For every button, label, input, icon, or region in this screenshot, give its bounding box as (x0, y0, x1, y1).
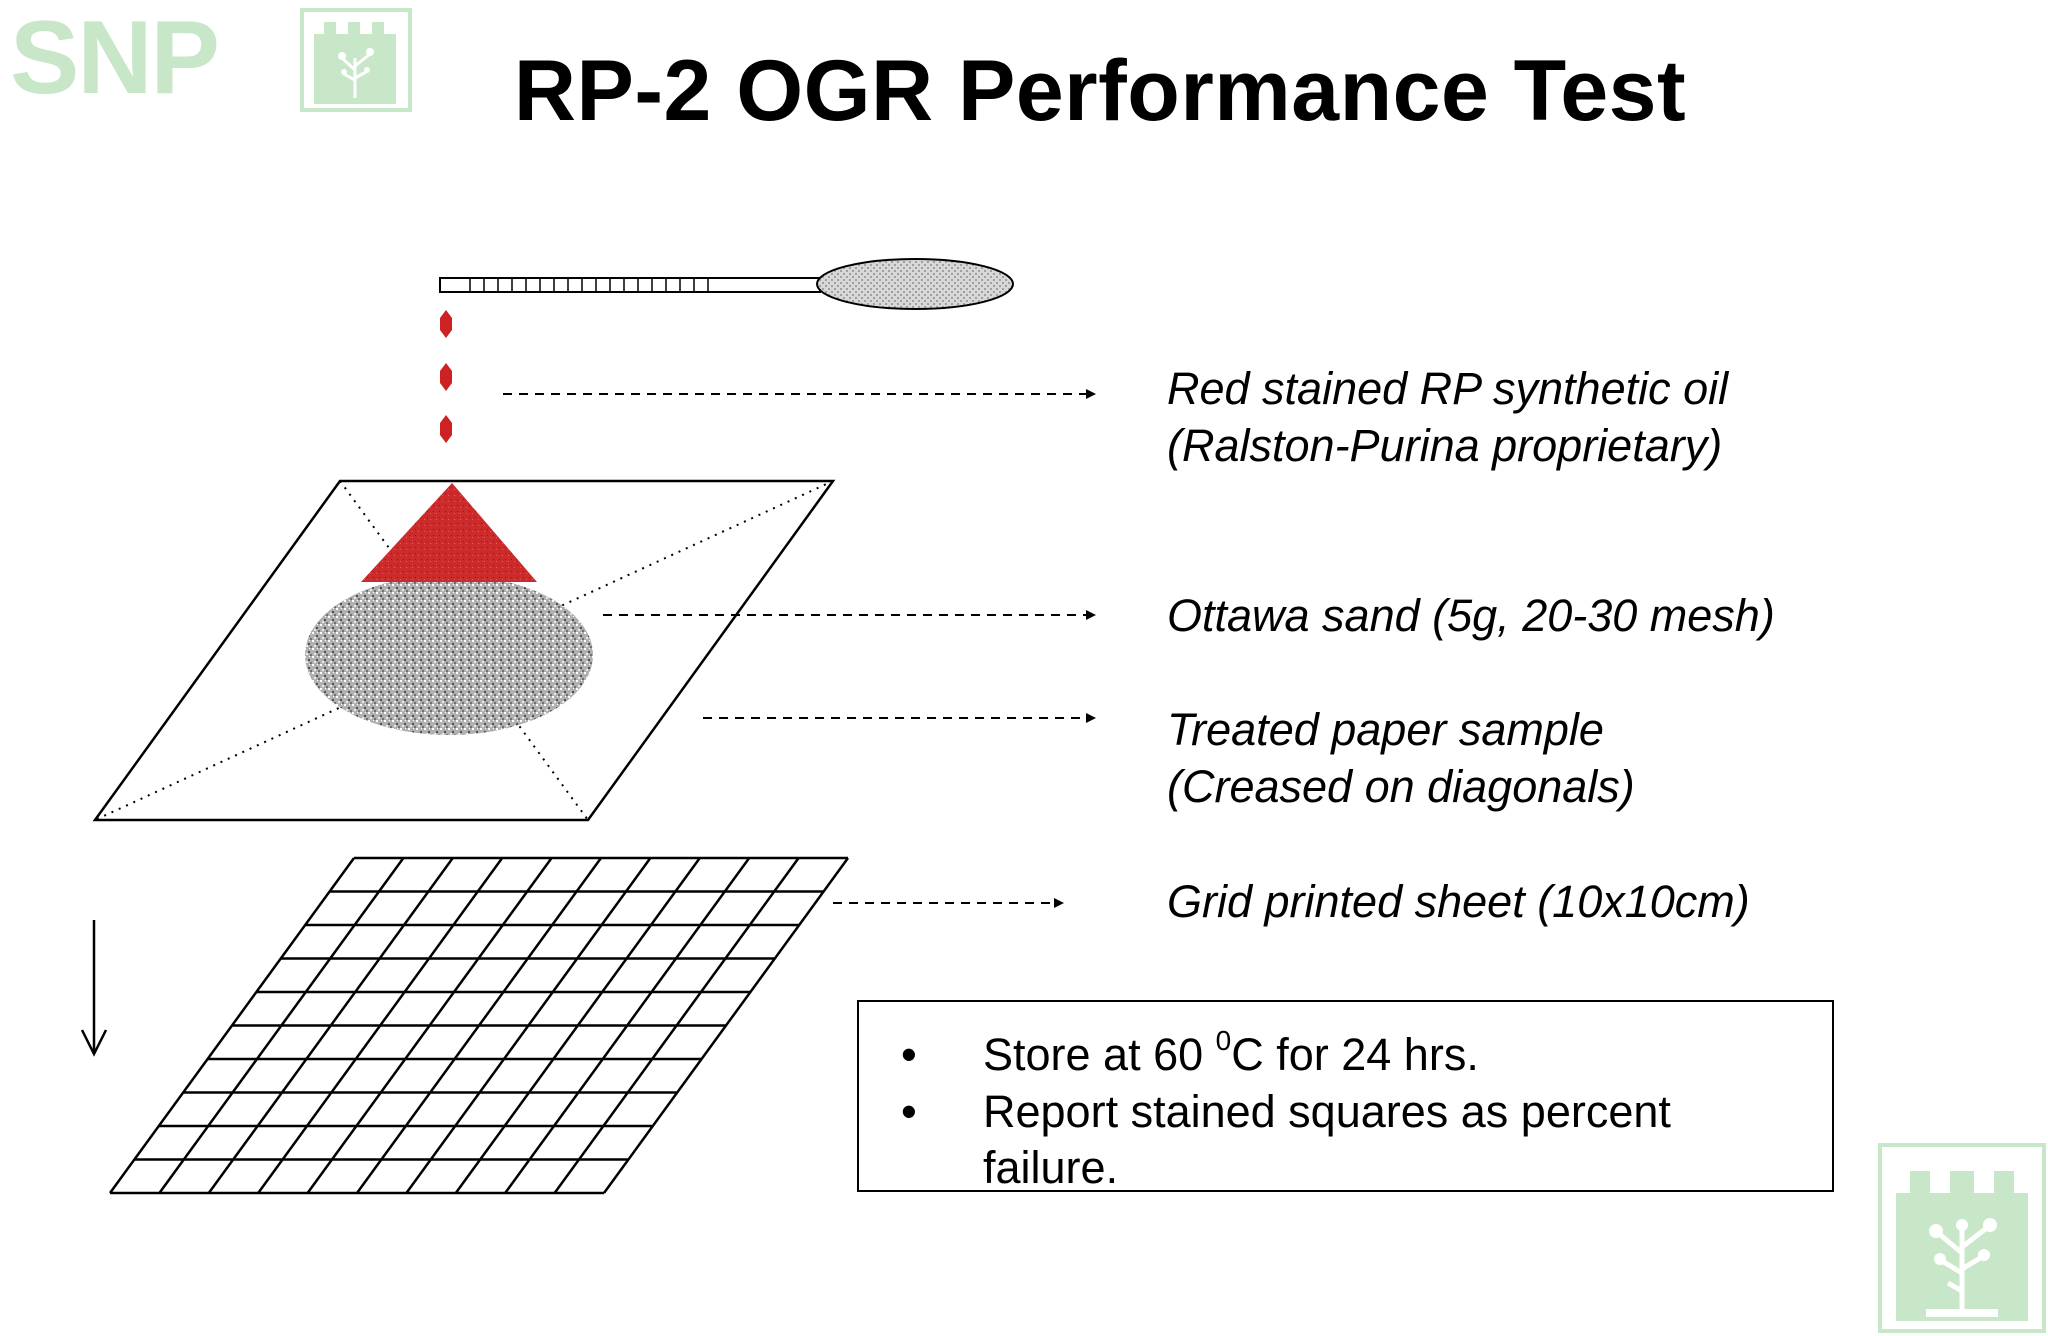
label-sand: Ottawa sand (5g, 20-30 mesh) (1167, 590, 1775, 641)
leader-arrows (503, 393, 1090, 904)
notes-box: • Store at 60 0C for 24 hrs. • Report st… (857, 1000, 1834, 1193)
note-text-report: Report stained squares as percent failur… (983, 1086, 1671, 1193)
note-text-store: Store at 60 0C for 24 hrs. (983, 1025, 1479, 1081)
leader-arrowheads (1054, 389, 1096, 908)
oil-drops-icon (440, 310, 452, 443)
down-arrow-icon (80, 920, 108, 1057)
sand-pile-icon (305, 483, 593, 735)
label-grid: Grid printed sheet (10x10cm) (1167, 876, 1750, 927)
label-paper-line1: Treated paper sample (1167, 704, 1604, 755)
grid-line (454, 857, 701, 1194)
label-oil-line2: (Ralston-Purina proprietary) (1167, 420, 1723, 471)
grid-sheet-icon (108, 856, 850, 1195)
building-tree-icon (300, 8, 412, 112)
dropper-icon (439, 258, 1014, 310)
building-tree-logo-icon (1878, 1143, 2046, 1333)
grid-line (355, 857, 603, 1194)
grid-line (405, 857, 652, 1194)
snp-logo-text: SNP (10, 0, 220, 116)
grid-line (553, 857, 800, 1194)
page-title: RP-2 OGR Performance Test (513, 43, 1687, 139)
bullet: • (901, 1029, 917, 1080)
label-oil-line1: Red stained RP synthetic oil (1167, 363, 1729, 414)
bullet: • (901, 1086, 917, 1137)
grid-line (504, 857, 751, 1194)
label-paper-line2: (Creased on diagonals) (1167, 761, 1635, 812)
grid-line (602, 857, 850, 1194)
